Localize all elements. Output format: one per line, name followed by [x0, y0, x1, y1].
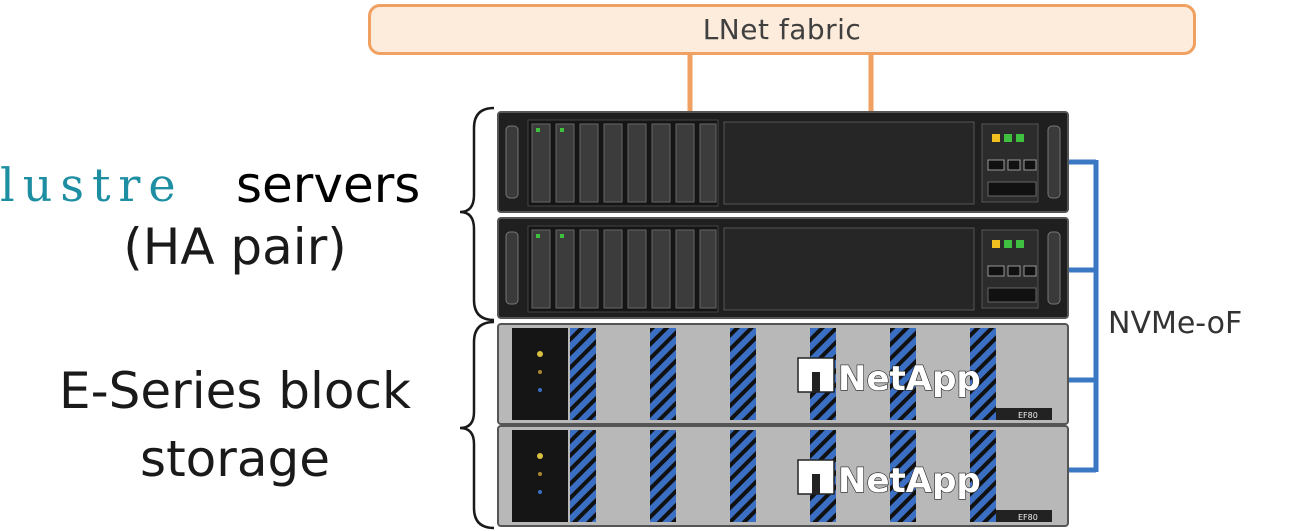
netapp-logo-icon: [797, 459, 835, 495]
server-chassis-icon: [497, 111, 1069, 213]
storage-brand-2: NetApp: [838, 461, 981, 501]
lnet-fabric-box: LNet fabric: [368, 4, 1196, 55]
storage-array-icon: NetApp EF80: [497, 425, 1069, 527]
storage-brace-icon: [459, 320, 495, 530]
storage-model-2: EF80: [1018, 513, 1038, 522]
lnet-fabric-label: LNet fabric: [702, 13, 862, 46]
storage-label-line1: E-Series block: [59, 362, 411, 420]
storage-array-icon: NetApp EF80: [497, 323, 1069, 425]
storage-brand-1: NetApp: [838, 359, 981, 399]
netapp-logo-icon: [797, 357, 835, 393]
servers-brace-icon: [459, 106, 495, 322]
storage-label-line2: storage: [140, 430, 330, 488]
server-chassis-icon: [497, 217, 1069, 319]
nvme-of-label: NVMe-oF: [1108, 306, 1243, 341]
servers-word: servers: [236, 156, 421, 214]
storage-model-1: EF80: [1018, 411, 1038, 420]
nvme-links: [1068, 159, 1099, 473]
servers-label-line1: lustre servers: [0, 150, 450, 220]
lustre-logo: lustre: [0, 158, 184, 212]
servers-label-line2: (HA pair): [123, 218, 347, 276]
